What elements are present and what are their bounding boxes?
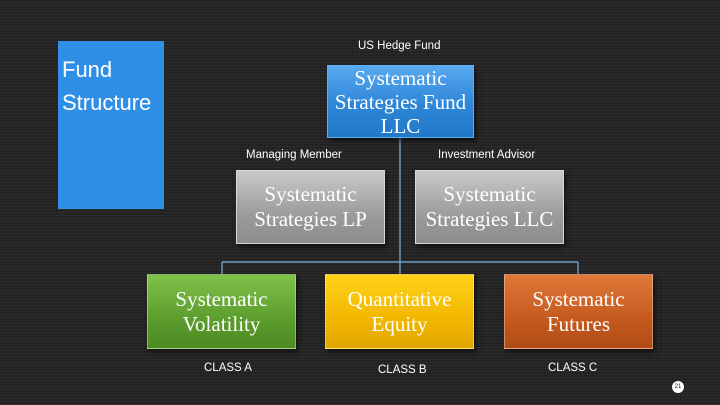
node-line: Systematic [264,182,357,206]
slide-title-line-1: Fund [62,57,113,82]
node-line: Volatility [182,311,261,336]
node-line: Quantitative [347,286,452,311]
node-line: LLC [380,113,421,138]
node-line: Futures [547,311,610,336]
page-number-badge: 21 [672,381,684,393]
class-a-caption: CLASS A [204,362,252,374]
class-b-caption: CLASS B [378,364,427,376]
node-line: Systematic [354,65,447,90]
slide-title-line-2: Structure [62,90,152,115]
node-line: Equity [371,311,428,336]
node-line: Strategies Fund [334,89,467,114]
node-line: Systematic [443,182,536,206]
managing-member-caption: Managing Member [246,149,342,161]
investment-advisor-caption: Investment Advisor [438,149,536,161]
node-line: Strategies LLC [425,207,554,231]
node-systematic-volatility: Systematic Volatility [147,274,296,349]
node-systematic-futures: Systematic Futures [504,274,653,349]
us-hedge-fund-caption: US Hedge Fund [358,40,441,52]
node-line: Systematic [175,286,268,311]
slide-title-box: Fund Structure [58,41,164,209]
node-quantitative-equity: Quantitative Equity [325,274,474,349]
node-systematic-strategies-llc: Systematic Strategies LLC [415,170,564,244]
node-line: Strategies LP [254,207,367,231]
node-systematic-strategies-fund-llc: Systematic Strategies Fund LLC [327,65,474,138]
class-c-caption: CLASS C [548,362,598,374]
node-systematic-strategies-lp: Systematic Strategies LP [236,170,385,244]
node-line: Systematic [532,286,625,311]
